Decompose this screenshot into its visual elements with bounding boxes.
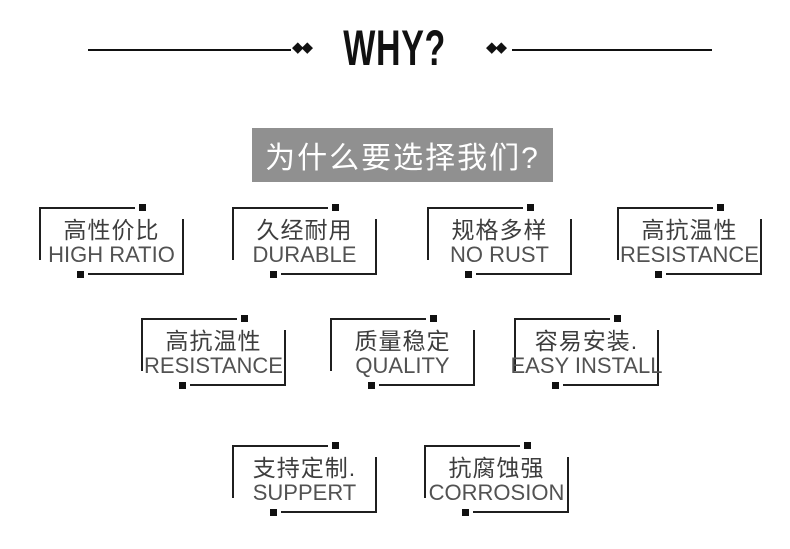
frame-right-line [473,330,475,386]
feature-text: 质量稳定 QUALITY [330,318,475,386]
feature-text: 容易安装. EASY INSTALL [510,318,662,386]
frame-right-line [182,219,184,275]
frame-square-icon [179,382,187,389]
frame-top-line [330,318,426,320]
feature-title-en: RESISTANCE [144,352,283,378]
frame-left-line [39,207,41,261]
frame-left-line [617,207,619,261]
feature-title-en: NO RUST [450,241,549,267]
frame-square-icon [716,204,724,211]
frame-left-line [232,207,234,261]
feature-box-quality: 质量稳定 QUALITY [330,315,475,389]
feature-box-no-rust: 规格多样 NO RUST [427,204,572,278]
frame-square-icon [331,442,339,449]
frame-bottom-line [666,273,762,275]
frame-square-icon [429,315,437,322]
feature-title-en: DURABLE [252,241,357,267]
feature-text: 高性价比 HIGH RATIO [39,207,184,275]
frame-square-icon [465,271,473,278]
page-title: WHY? [343,20,447,76]
frame-square-icon [240,315,248,322]
frame-right-line [567,457,569,513]
frame-right-line [375,219,377,275]
frame-left-line [424,445,426,499]
frame-square-icon [523,442,531,449]
frame-bottom-line [379,384,475,386]
feature-title-cn: 容易安装. [534,327,639,354]
frame-right-line [284,330,286,386]
page-title-wrap: WHY? [0,22,790,75]
frame-bottom-line [281,511,377,513]
frame-square-icon [526,204,534,211]
feature-title-cn: 久经耐用 [256,216,353,243]
feature-text: 抗腐蚀强 CORROSION [424,445,569,513]
frame-top-line [427,207,523,209]
feature-box-corrosion: 抗腐蚀强 CORROSION [424,442,569,516]
feature-title-cn: 质量稳定 [354,327,451,354]
feature-text: 高抗温性 RESISTANCE [141,318,286,386]
feature-box-high-ratio: 高性价比 HIGH RATIO [39,204,184,278]
frame-square-icon [138,204,146,211]
header-divider-right [512,49,712,51]
frame-bottom-line [473,511,569,513]
feature-box-durable: 久经耐用 DURABLE [232,204,377,278]
frame-square-icon [270,509,278,516]
frame-square-icon [331,204,339,211]
feature-text: 规格多样 NO RUST [427,207,572,275]
frame-left-line [427,207,429,261]
feature-title-cn: 高抗温性 [641,216,738,243]
feature-title-cn: 高抗温性 [165,327,262,354]
frame-square-icon [655,271,663,278]
feature-title-cn: 规格多样 [451,216,548,243]
feature-title-en: HIGH RATIO [48,241,175,267]
header-divider-left [88,49,291,51]
frame-top-line [141,318,237,320]
frame-bottom-line [476,273,572,275]
feature-title-cn: 高性价比 [63,216,160,243]
feature-title-en: RESISTANCE [620,241,759,267]
frame-top-line [424,445,520,447]
frame-left-line [514,318,516,372]
frame-right-line [570,219,572,275]
feature-title-cn: 支持定制. [252,454,357,481]
frame-top-line [617,207,713,209]
frame-left-line [330,318,332,372]
feature-text: 支持定制. SUPPERT [232,445,377,513]
feature-text: 久经耐用 DURABLE [232,207,377,275]
frame-square-icon [462,509,470,516]
frame-bottom-line [281,273,377,275]
diamond-pair-right-icon: ◆◆ [486,39,507,56]
subtitle-banner: 为什么要选择我们? [252,128,553,182]
feature-box-easy-install: 容易安装. EASY INSTALL [510,315,663,389]
frame-left-line [141,318,143,372]
frame-top-line [232,445,328,447]
frame-left-line [232,445,234,499]
frame-square-icon [613,315,621,322]
feature-title-cn: 抗腐蚀强 [448,454,545,481]
frame-bottom-line [190,384,286,386]
frame-square-icon [368,382,376,389]
frame-top-line [514,318,610,320]
frame-square-icon [77,271,85,278]
frame-bottom-line [88,273,184,275]
feature-box-support: 支持定制. SUPPERT [232,442,377,516]
feature-title-en: SUPPERT [252,479,357,505]
frame-right-line [760,219,762,275]
feature-title-en: EASY INSTALL [510,352,663,378]
frame-top-line [39,207,135,209]
feature-text: 高抗温性 RESISTANCE [617,207,762,275]
feature-box-resistance-2: 高抗温性 RESISTANCE [141,315,286,389]
subtitle-banner-text: 为什么要选择我们? [265,142,540,175]
frame-square-icon [270,271,278,278]
frame-bottom-line [563,384,659,386]
frame-top-line [232,207,328,209]
frame-right-line [657,330,659,386]
feature-title-en: CORROSION [428,479,565,505]
feature-box-resistance-1: 高抗温性 RESISTANCE [617,204,762,278]
feature-title-en: QUALITY [355,352,450,378]
diamond-pair-left-icon: ◆◆ [292,39,313,56]
frame-right-line [375,457,377,513]
frame-square-icon [552,382,560,389]
